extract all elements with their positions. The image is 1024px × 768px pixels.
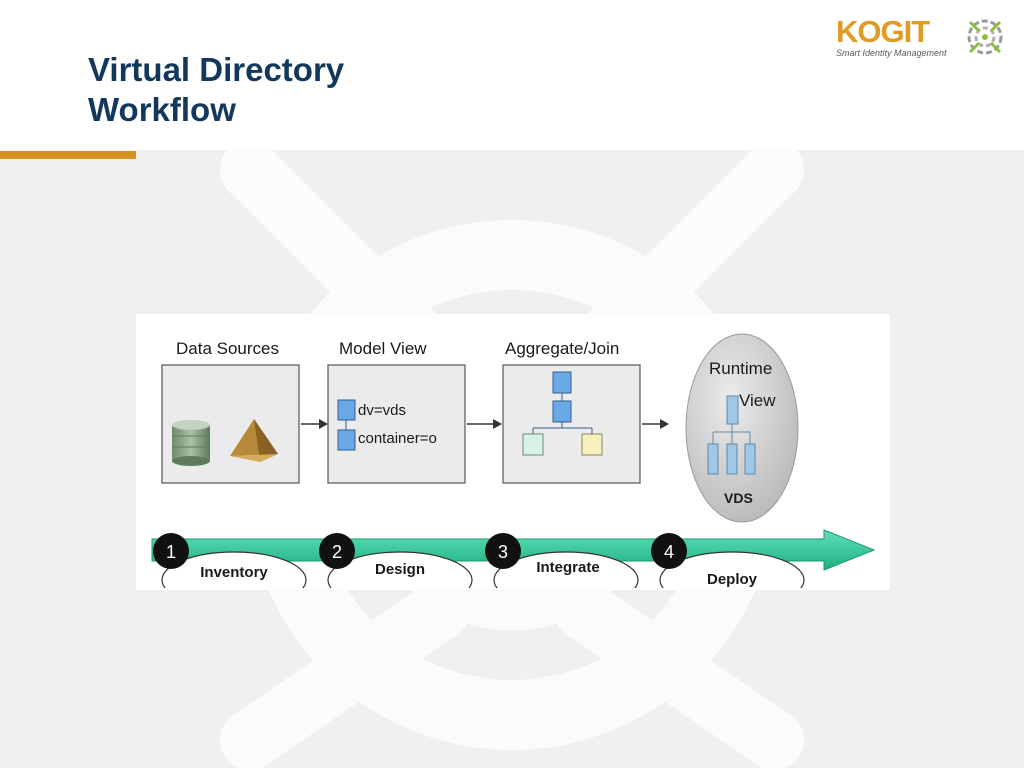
- stage-data-sources: Data Sources: [161, 339, 300, 484]
- workflow-diagram: Data Sources Mo: [136, 314, 890, 590]
- step-3-number: 3: [498, 542, 508, 562]
- runtime-caption: VDS: [724, 490, 753, 506]
- kogit-logo: KOGIT Smart Identity Management: [836, 14, 1008, 64]
- logo-tagline: Smart Identity Management: [836, 48, 947, 58]
- step-4: 4 Deploy: [651, 533, 805, 590]
- page-title: Virtual Directory Workflow: [88, 50, 344, 130]
- step-1-label: Inventory: [200, 564, 268, 581]
- step-4-label: Deploy: [707, 571, 758, 588]
- model-entry-dv: dv=vds: [358, 402, 406, 419]
- stage-model-view: Model View dv=vds container=o: [327, 339, 466, 484]
- step-1: 1 Inventory: [153, 533, 307, 590]
- title-line-1: Virtual Directory: [88, 51, 345, 88]
- node-container-icon: [337, 429, 356, 451]
- runtime-line-1: Runtime: [709, 359, 772, 378]
- directory-pyramid-icon: [230, 419, 278, 462]
- step-1-number: 1: [166, 542, 176, 562]
- runtime-view: Runtime View VDS: [685, 333, 799, 523]
- node-dv-icon: [337, 399, 356, 421]
- runtime-line-2: View: [739, 391, 776, 410]
- stage-aggregate-join: Aggregate/Join: [502, 339, 641, 484]
- accent-bar: [0, 151, 136, 159]
- step-2: 2 Design: [319, 533, 473, 590]
- stage-title-model-view: Model View: [339, 339, 427, 358]
- logo-target-icon: [967, 19, 1003, 55]
- step-3-label: Integrate: [536, 559, 599, 576]
- vds-tree-icon: [707, 395, 756, 475]
- step-2-number: 2: [332, 542, 342, 562]
- stage-title-aggregate-join: Aggregate/Join: [505, 339, 619, 358]
- step-4-number: 4: [664, 542, 674, 562]
- model-entry-container: container=o: [358, 430, 437, 447]
- node-source-a-icon: [522, 433, 544, 456]
- database-cylinder-icon: [172, 420, 210, 466]
- step-3: 3 Integrate: [485, 533, 639, 590]
- node-join-icon: [552, 400, 572, 423]
- node-source-b-icon: [581, 433, 603, 456]
- node-root-icon: [552, 371, 572, 394]
- step-2-label: Design: [375, 561, 425, 578]
- stage-title-data-sources: Data Sources: [176, 339, 279, 358]
- title-line-2: Workflow: [88, 91, 236, 128]
- logo-wordmark: KOGIT: [836, 14, 930, 49]
- slide-header: [0, 0, 1024, 150]
